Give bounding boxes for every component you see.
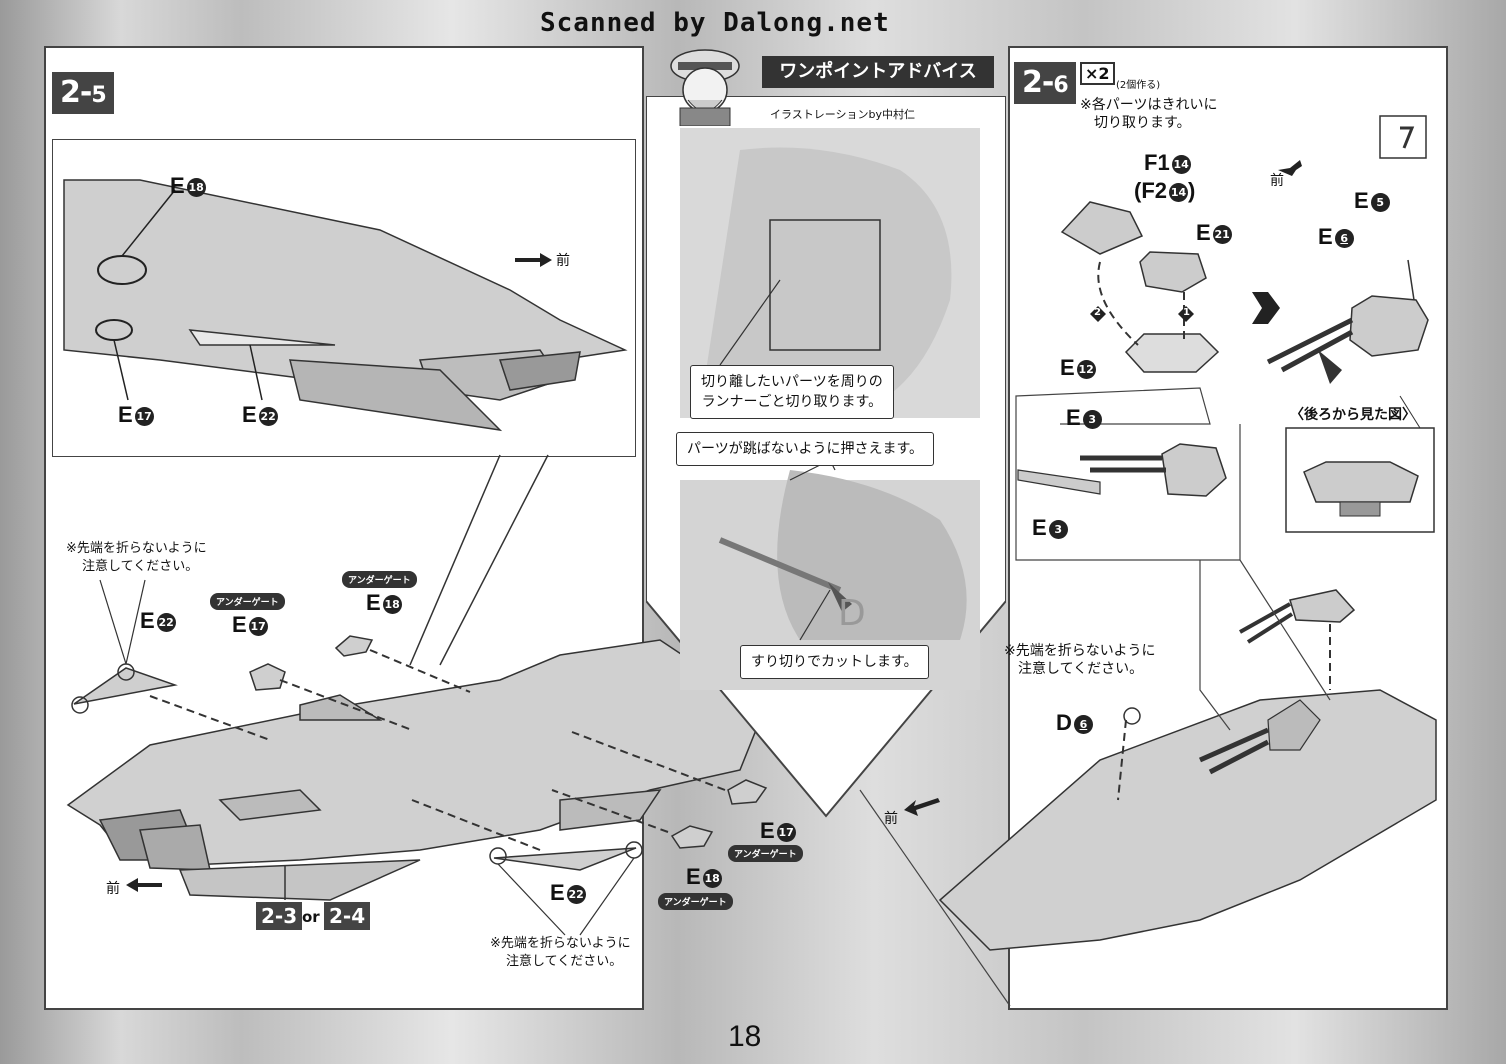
step-ref-or: or — [302, 908, 320, 926]
step-ref-2-4: 2-4 — [324, 902, 371, 930]
tip-warning-bottom: ※先端を折らないように 注意してください。 — [490, 936, 631, 969]
clean-cut-note: ※各パーツはきれいに 切り取ります。 — [1080, 97, 1218, 131]
undergate-tag-e18: アンダーゲート — [342, 571, 417, 588]
quantity-badge: ×2 — [1080, 62, 1115, 85]
front-label-bottom: 前 — [884, 811, 898, 827]
detail-front-label: 前 — [556, 253, 570, 269]
step-ref-2-3: 2-3 — [256, 902, 303, 930]
advice-credit: イラストレーションby中村仁 — [770, 108, 916, 121]
undergate-tag-e18-right: アンダーゲート — [658, 893, 733, 910]
svg-text:D: D — [838, 593, 866, 634]
order-marker-1: 1 — [1183, 307, 1190, 318]
order-marker-2: 2 — [1094, 307, 1101, 318]
advice-tip-3: すり切りでカットします。 — [740, 645, 929, 679]
advice-tip-1: 切り離したいパーツを周りの ランナーごと切り取ります。 — [690, 365, 894, 419]
mascot-illustration — [650, 42, 760, 126]
tip-warning-left: ※先端を折らないように 注意してください。 — [66, 541, 207, 574]
page-number: 18 — [728, 1020, 762, 1053]
advice-tip-2: パーツが跳ばないように押さえます。 — [676, 432, 935, 466]
main-front-label: 前 — [106, 881, 120, 897]
undergate-tag-e17-right: アンダーゲート — [728, 845, 803, 862]
advice-title-bar: ワンポイントアドバイス — [762, 56, 994, 88]
quantity-note: (2個作る) — [1116, 80, 1161, 91]
tip-warning-right: ※先端を折らないように 注意してください。 — [1004, 643, 1156, 677]
front-label-top: 前 — [1270, 173, 1284, 189]
step-2-6-badge: 2-6 — [1014, 62, 1076, 104]
scan-credit: Scanned by Dalong.net — [540, 8, 890, 38]
step-2-5-badge: 2-5 — [52, 72, 114, 114]
rear-view-label: 〈後ろから見た図〉 — [1290, 407, 1416, 423]
undergate-tag-e17: アンダーゲート — [210, 593, 285, 610]
